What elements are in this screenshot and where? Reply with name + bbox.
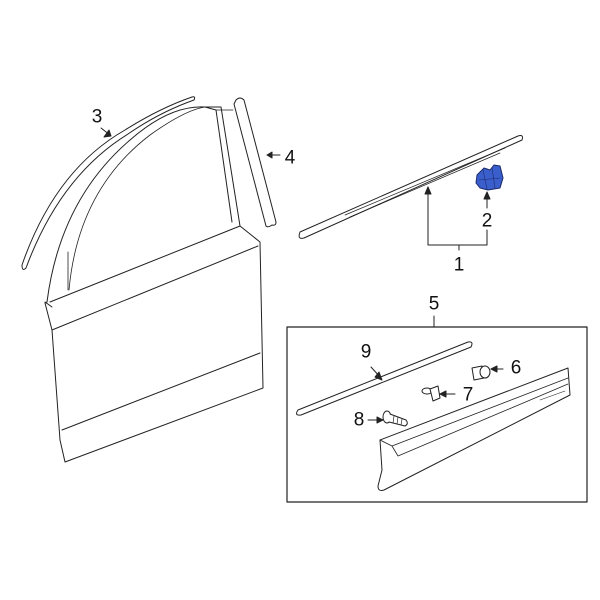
callout-6[interactable]: 6	[510, 357, 522, 379]
door-shell	[44, 106, 264, 463]
callout-9[interactable]: 9	[360, 341, 372, 363]
clip-highlighted	[475, 164, 504, 209]
callout-5[interactable]: 5	[428, 293, 440, 315]
callout-1[interactable]: 1	[453, 254, 465, 276]
pillar-garnish	[233, 97, 281, 228]
trim-strip	[296, 341, 473, 416]
callout-3[interactable]: 3	[91, 106, 103, 128]
clip	[421, 385, 456, 402]
callout-8[interactable]: 8	[353, 409, 365, 431]
upper-frame-moulding	[21, 96, 196, 270]
retainer	[471, 365, 504, 381]
callout-4[interactable]: 4	[284, 147, 296, 169]
callout-2[interactable]: 2	[481, 210, 493, 232]
belt-moulding	[298, 135, 523, 251]
screw	[367, 410, 408, 427]
door-side-moulding	[377, 367, 571, 491]
callout-7[interactable]: 7	[462, 384, 474, 406]
